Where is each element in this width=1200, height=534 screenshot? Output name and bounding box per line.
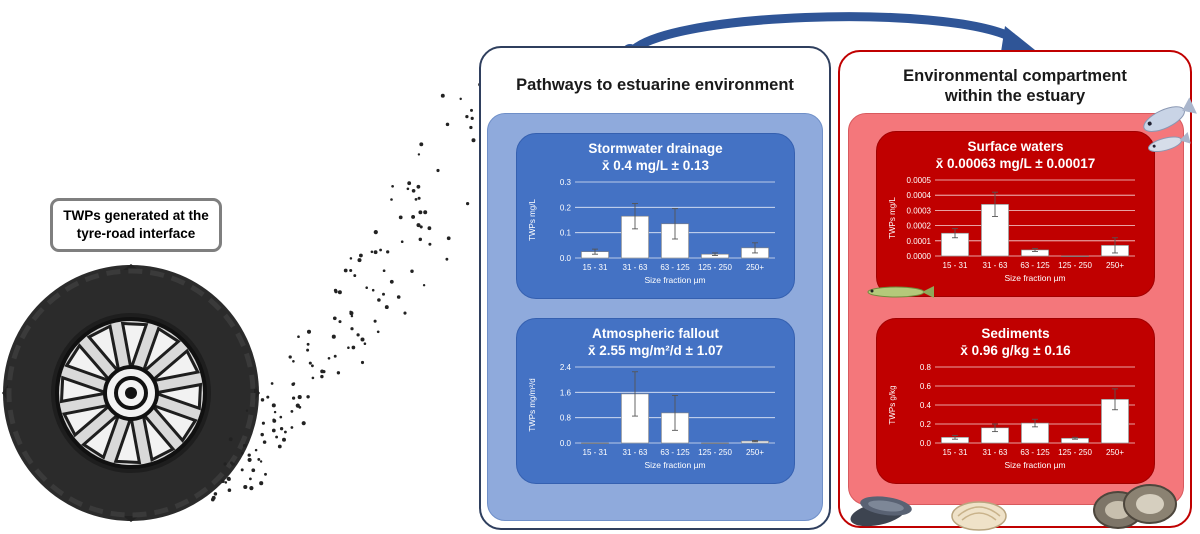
x-axis-label: Size fraction µm (644, 460, 705, 470)
error-bar (672, 395, 678, 431)
error-bar (1112, 237, 1118, 254)
x-axis-label: Size fraction µm (644, 275, 705, 285)
x-tick-label: 125 - 250 (1058, 261, 1092, 270)
error-bar (952, 434, 958, 440)
y-tick-label: 0.2 (560, 203, 572, 212)
mussel-icon (850, 496, 912, 527)
surface-chart: 0.0000 0.0001 0.0002 0.0003 0.0004 0.0005TWPs… (888, 176, 1135, 283)
y-axis-label: TWPs g/kg (888, 385, 897, 424)
tyre-illustration (2, 264, 260, 522)
stormwater-card: Stormwater drainage x̄ 0.4 mg/L ± 0.13 0… (516, 133, 795, 299)
x-tick-label: 31 - 63 (983, 261, 1008, 270)
tyre-label-box: TWPs generated at the tyre-road interfac… (50, 198, 222, 252)
surface-title: Surface waters (967, 139, 1064, 154)
x-tick-label: 63 - 125 (1020, 261, 1050, 270)
x-tick-label: 63 - 125 (660, 448, 690, 457)
y-tick-label: 0.0005 (907, 176, 932, 185)
fish-icon (1143, 97, 1197, 153)
atmospheric-card: Atmospheric fallout x̄ 2.55 mg/m²/d ± 1.… (516, 318, 795, 484)
y-tick-label: 0.4 (920, 401, 932, 410)
atmospheric-subtitle: x̄ 2.55 mg/m²/d ± 1.07 (588, 343, 723, 358)
x-tick-label: 250+ (746, 448, 764, 457)
x-tick-label: 31 - 63 (983, 448, 1008, 457)
y-axis-label: TWPs mg/L (888, 197, 897, 239)
stormwater-title: Stormwater drainage (588, 141, 723, 156)
x-tick-label: 31 - 63 (623, 263, 648, 272)
y-tick-label: 0.8 (920, 363, 932, 372)
y-tick-label: 0.0004 (907, 191, 932, 200)
y-tick-label: 0.3 (560, 178, 572, 187)
small-fish-icon (867, 286, 934, 298)
x-tick-label: 31 - 63 (623, 448, 648, 457)
x-tick-label: 63 - 125 (660, 263, 690, 272)
x-tick-label: 125 - 250 (698, 448, 732, 457)
bar (581, 442, 609, 444)
error-bar (992, 191, 998, 217)
surface-card: Surface waters x̄ 0.00063 mg/L ± 0.00017… (876, 131, 1155, 297)
error-bar (592, 248, 598, 255)
x-axis-label: Size fraction µm (1004, 460, 1065, 470)
sediments-title: Sediments (981, 326, 1050, 341)
x-tick-label: 15 - 31 (943, 448, 968, 457)
bar (701, 442, 729, 444)
y-tick-label: 2.4 (560, 363, 572, 372)
sediments-subtitle: x̄ 0.96 g/kg ± 0.16 (960, 343, 1071, 358)
error-bar (1112, 388, 1118, 411)
x-tick-label: 125 - 250 (698, 263, 732, 272)
y-tick-label: 0.0001 (907, 237, 932, 246)
x-tick-label: 250+ (1106, 261, 1124, 270)
y-tick-label: 0.0003 (907, 206, 932, 215)
bar (1061, 255, 1089, 257)
environment-title-line1: Environmental compartment (903, 67, 1127, 85)
y-tick-label: 0.0 (920, 439, 932, 448)
error-bar (672, 208, 678, 240)
y-axis-label: TWPs mg/L (528, 199, 537, 241)
tyre-icon (2, 264, 260, 522)
tyre-label-line1: TWPs generated at the (63, 208, 209, 223)
tyre-particles (210, 82, 505, 502)
error-bar (752, 440, 758, 443)
clam-icon (951, 501, 1007, 531)
arrow-head-icon (1001, 26, 1035, 52)
atmospheric-title: Atmospheric fallout (592, 326, 719, 341)
y-tick-label: 0.1 (560, 229, 572, 238)
tyre-label-line2: tyre-road interface (76, 226, 196, 241)
error-bar (752, 242, 758, 254)
error-bar (632, 203, 638, 230)
x-tick-label: 125 - 250 (1058, 448, 1092, 457)
error-bar (952, 228, 958, 239)
y-tick-label: 1.6 (560, 388, 572, 397)
pathways-title: Pathways to estuarine environment (516, 76, 794, 94)
x-tick-label: 15 - 31 (583, 448, 608, 457)
environment-title: Environmental compartment within the est… (840, 66, 1190, 106)
y-tick-label: 0.8 (560, 414, 572, 423)
x-tick-label: 250+ (1106, 448, 1124, 457)
y-tick-label: 0.0000 (907, 252, 932, 261)
y-tick-label: 0.6 (920, 382, 932, 391)
y-tick-label: 0.0 (560, 439, 572, 448)
oyster-icon (1093, 484, 1177, 529)
x-axis-label: Size fraction µm (1004, 273, 1065, 283)
stormwater-subtitle: x̄ 0.4 mg/L ± 0.13 (602, 158, 709, 173)
y-tick-label: 0.2 (920, 420, 932, 429)
x-tick-label: 63 - 125 (1020, 448, 1050, 457)
y-tick-label: 0.0 (560, 254, 572, 263)
error-bar (632, 371, 638, 417)
y-axis-label: TWPs mg/m²/d (528, 378, 537, 431)
error-bar (1032, 418, 1038, 428)
x-tick-label: 15 - 31 (943, 261, 968, 270)
error-bar (1072, 436, 1078, 440)
x-tick-label: 15 - 31 (583, 263, 608, 272)
error-bar (1032, 247, 1038, 252)
y-tick-label: 0.0002 (907, 222, 932, 231)
error-bar (992, 423, 998, 433)
error-bar (712, 252, 718, 256)
x-tick-label: 250+ (746, 263, 764, 272)
surface-subtitle: x̄ 0.00063 mg/L ± 0.00017 (935, 156, 1096, 171)
environment-title-line2: within the estuary (944, 87, 1086, 105)
